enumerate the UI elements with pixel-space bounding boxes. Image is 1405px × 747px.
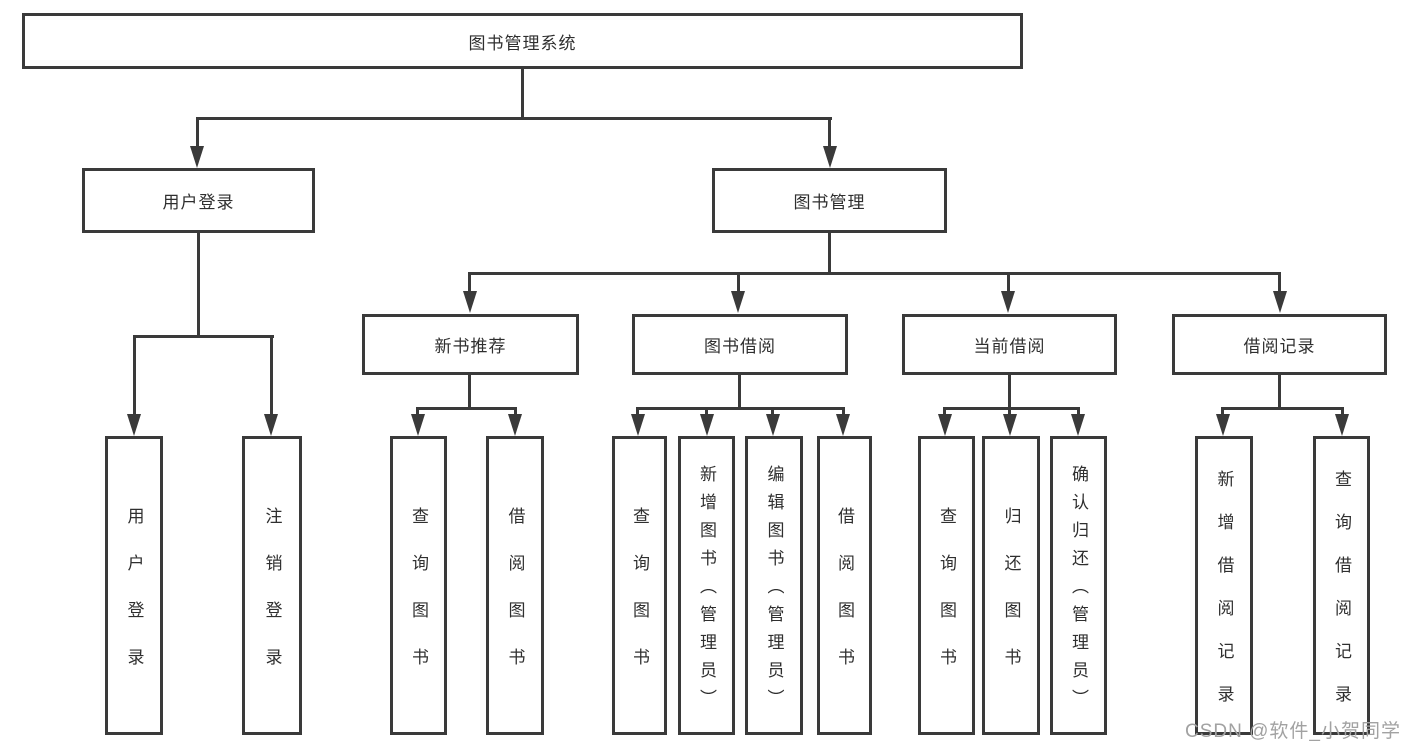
connector-drop [1341,407,1344,417]
connector-hbar [636,407,845,410]
node-label: 新书推荐 [434,337,507,356]
leaf-label: 借阅图书 [835,506,854,695]
node-label: 图书管理 [793,193,866,212]
node-user-login: 用户登录 [82,168,315,233]
arrow-down-icon [508,414,522,436]
leaf-label: 查询图书 [409,506,428,695]
connector-root-hbar [196,117,832,120]
connector-stem [468,375,471,409]
arrow-down-icon [631,414,645,436]
node-borrow-records: 借阅记录 [1172,314,1387,375]
node-library-system: 图书管理系统 [22,13,1023,69]
arrow-down-icon [836,414,850,436]
leaf-query-books-recommend: 查询图书 [390,436,447,735]
leaf-query-borrow-record: 查询借阅记录 [1313,436,1370,735]
connector-drop [943,407,946,417]
leaf-label: 借阅图书 [505,506,525,695]
node-label: 用户登录 [162,193,235,212]
leaf-label: 新增图书（管理员） [697,465,716,717]
leaf-return-books: 归还图书 [982,436,1040,735]
leaf-add-borrow-record: 新增借阅记录 [1195,436,1253,735]
arrow-down-icon [1071,414,1085,436]
leaf-logout: 注销登录 [242,436,302,735]
arrow-down-icon [731,291,745,313]
connector-user-hbar [133,335,274,338]
arrow-down-icon [1003,414,1017,436]
connector-drop [468,272,471,293]
leaf-label: 查询图书 [630,506,649,695]
arrow-down-icon [823,146,837,168]
arrow-down-icon [264,414,278,436]
arrow-down-icon [1273,291,1287,313]
connector-drop [1221,407,1224,417]
connector-drop [1007,272,1010,293]
connector-drop-mgmt [828,117,831,148]
connector-root-stem [521,69,524,119]
node-new-book-recommend: 新书推荐 [362,314,579,375]
connector-drop [705,407,708,417]
connector-drop [270,335,273,416]
arrow-down-icon [190,146,204,168]
connector-drop [636,407,639,417]
node-current-borrow: 当前借阅 [902,314,1117,375]
node-label: 图书借阅 [704,337,776,356]
connector-hbar [943,407,1080,410]
connector-drop [771,407,774,417]
arrow-down-icon [938,414,952,436]
connector-hbar [416,407,517,410]
connector-drop [737,272,740,293]
connector-hbar [1221,407,1344,410]
connector-drop [842,407,845,417]
connector-user-stem [197,233,200,338]
leaf-borrow-books: 借阅图书 [817,436,872,735]
connector-drop [1008,407,1011,417]
connector-drop [416,407,419,417]
leaf-label: 查询借阅记录 [1332,469,1351,728]
leaf-label: 归还图书 [1001,506,1021,695]
arrow-down-icon [463,291,477,313]
leaf-confirm-return-admin: 确认归还（管理员） [1050,436,1107,735]
connector-drop [1077,407,1080,417]
arrow-down-icon [1335,414,1349,436]
leaf-label: 编辑图书（管理员） [764,465,784,717]
connector-stem [1278,375,1281,409]
node-book-management: 图书管理 [712,168,947,233]
csdn-watermark: CSDN @软件_小贺同学 [1185,721,1401,742]
leaf-user-login: 用户登录 [105,436,163,735]
arrow-down-icon [411,414,425,436]
leaf-borrow-books-recommend: 借阅图书 [486,436,544,735]
connector-drop [514,407,517,417]
connector-mgmt-stem [828,233,831,275]
arrow-down-icon [1216,414,1230,436]
leaf-query-books-borrow: 查询图书 [612,436,667,735]
connector-drop-user [196,117,199,148]
node-label: 图书管理系统 [468,33,577,53]
leaf-label: 新增借阅记录 [1214,469,1234,728]
leaf-label: 确认归还（管理员） [1069,465,1088,717]
leaf-label: 注销登录 [262,506,282,695]
leaf-edit-books-admin: 编辑图书（管理员） [745,436,803,735]
node-label: 当前借阅 [973,337,1046,356]
connector-mgmt-hbar [468,272,1281,275]
leaf-query-books-current: 查询图书 [918,436,975,735]
node-label: 借阅记录 [1243,337,1316,356]
arrow-down-icon [1001,291,1015,313]
connector-stem [738,375,741,409]
leaf-label: 查询图书 [937,506,956,695]
leaf-add-books-admin: 新增图书（管理员） [678,436,735,735]
connector-drop [1278,272,1281,293]
arrow-down-icon [700,414,714,436]
node-book-borrow: 图书借阅 [632,314,848,375]
arrow-down-icon [766,414,780,436]
leaf-label: 用户登录 [124,506,144,695]
connector-stem [1008,375,1011,409]
arrow-down-icon [127,414,141,436]
connector-drop [133,335,136,416]
